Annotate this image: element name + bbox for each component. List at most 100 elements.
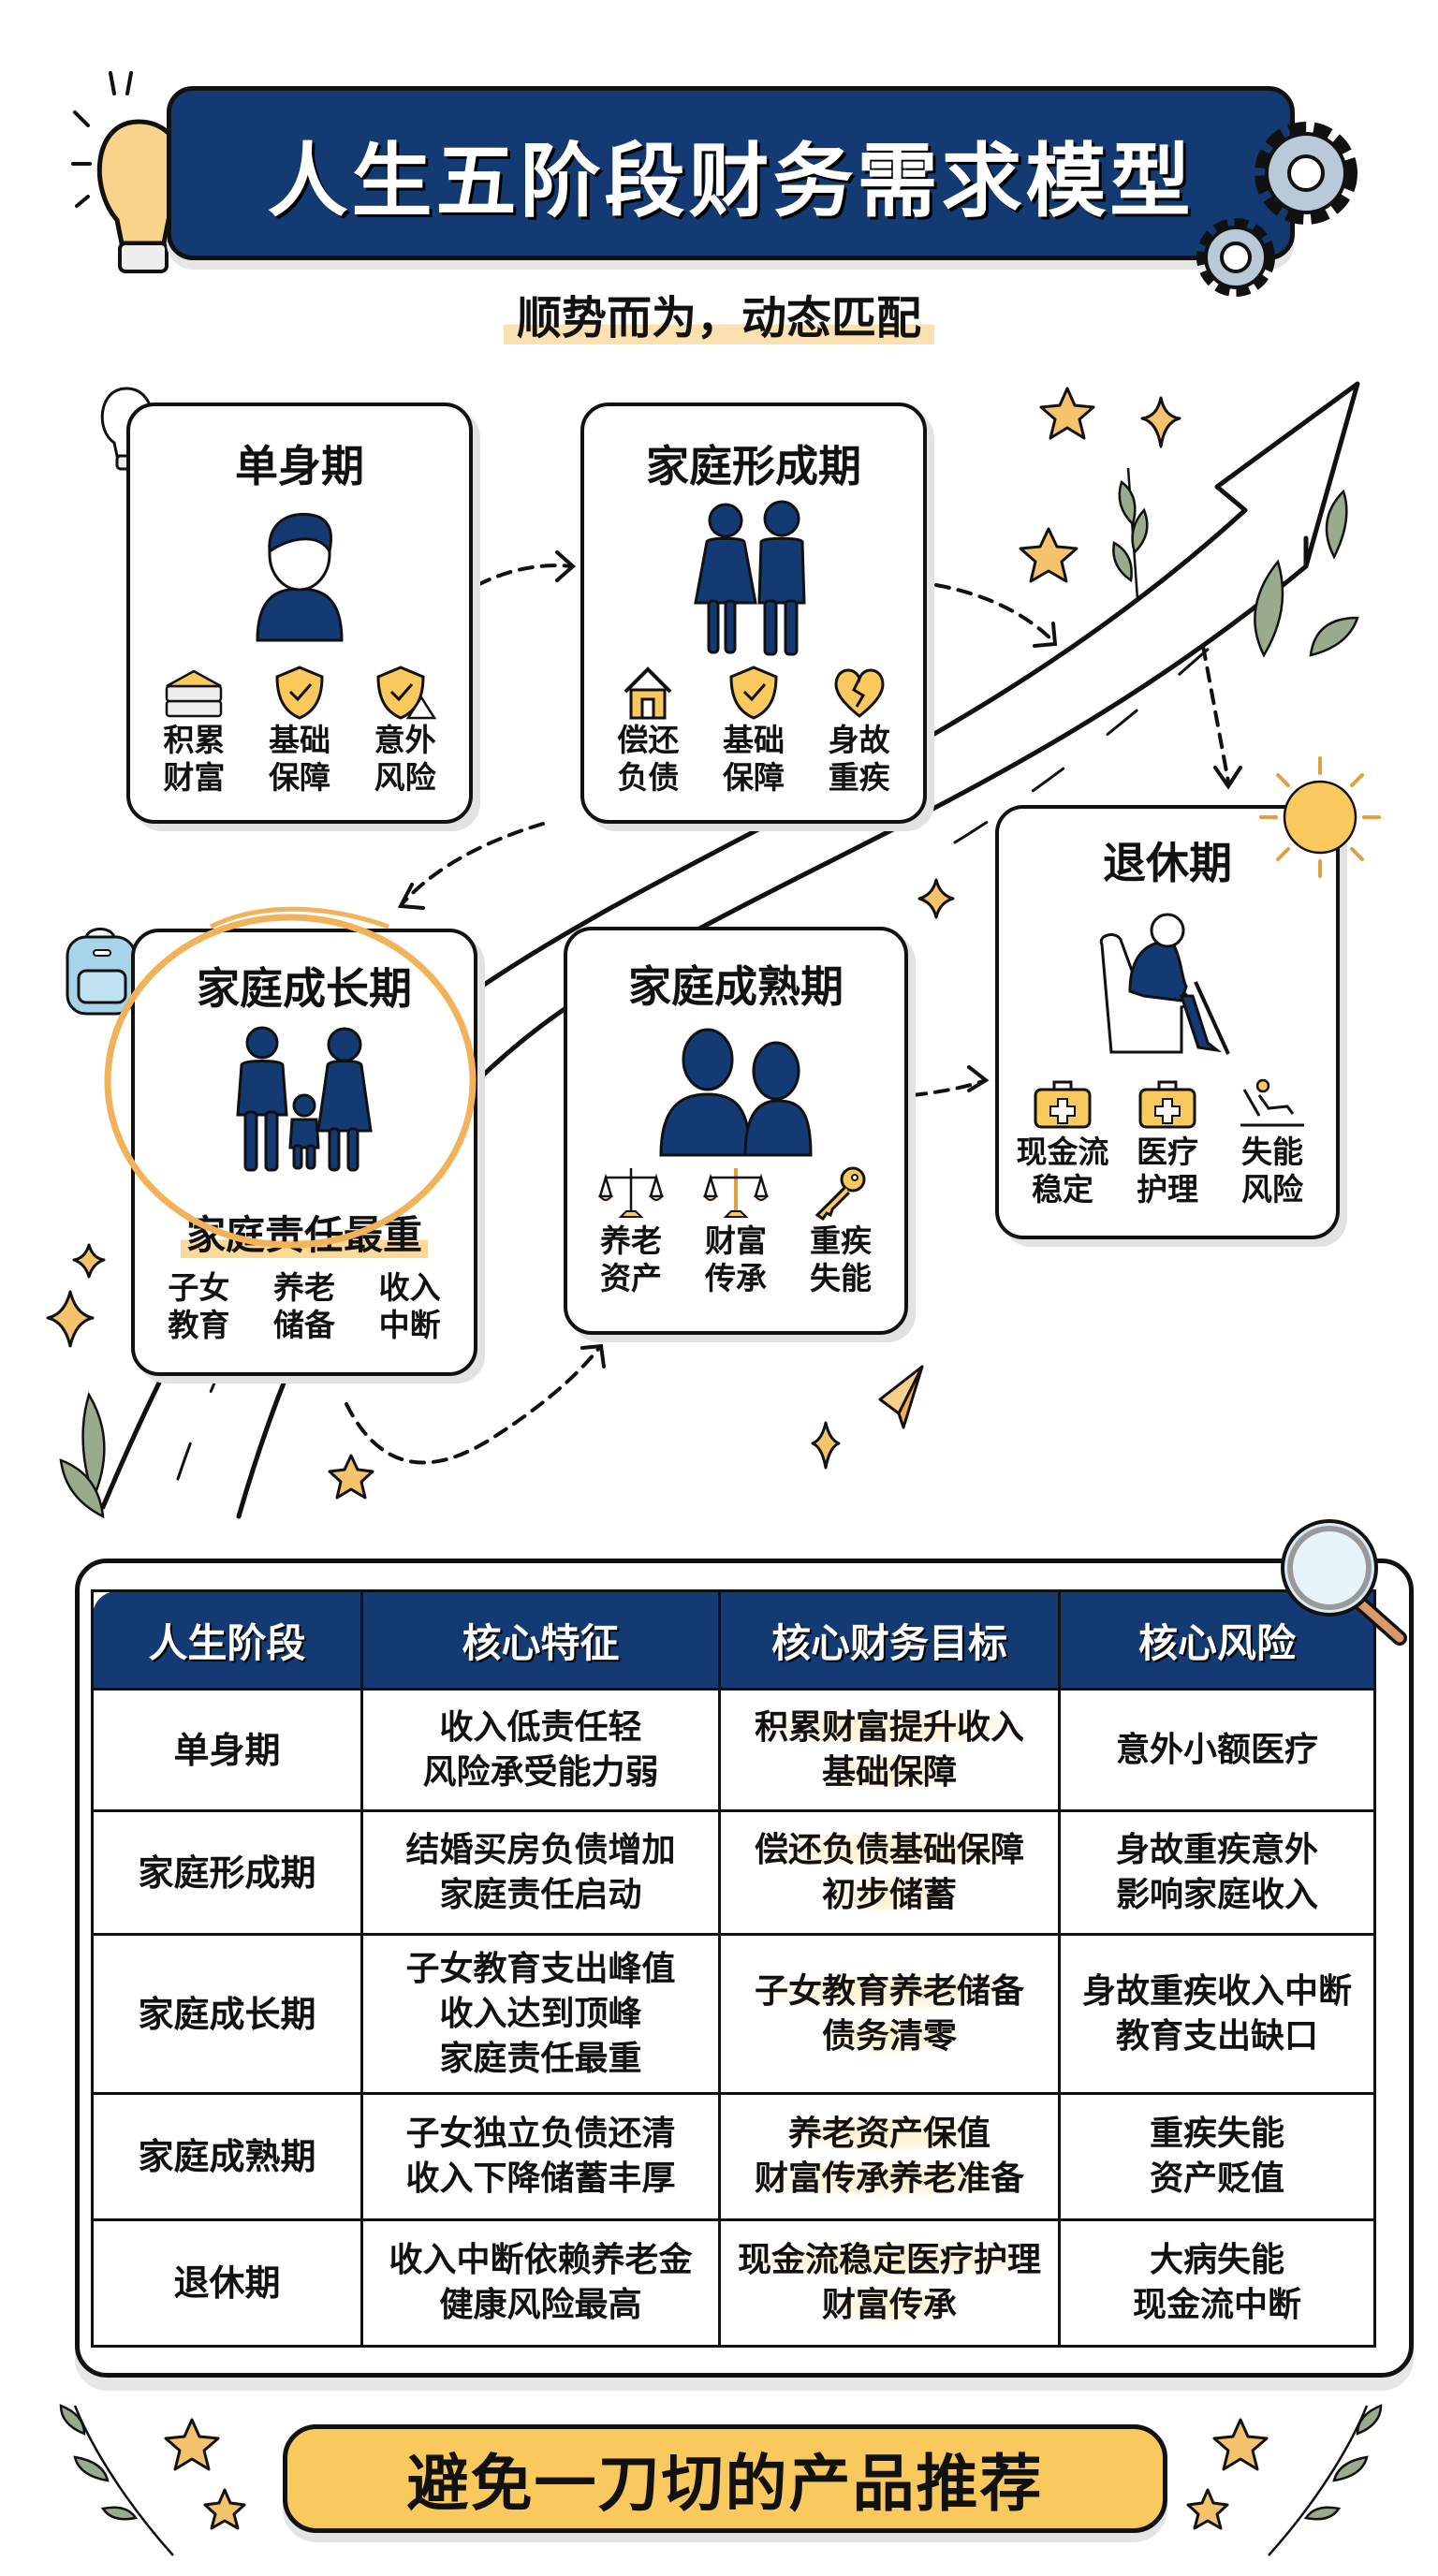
flow-dashed-arrows	[345, 564, 1230, 1465]
cell-line: 收入下降储蓄丰厚	[405, 2159, 676, 2198]
cell-line: 风险承受能力弱	[422, 1752, 659, 1792]
product-recommendation-button[interactable]: 避免一刀切的产品推荐	[283, 2424, 1167, 2533]
cell-line: 债务清零	[821, 2016, 957, 2056]
sparkle-icon	[72, 1243, 106, 1279]
shield-check-icon	[729, 666, 778, 720]
stage-item: 养老资产	[580, 1164, 683, 1297]
cell-line: 身故重疾意外	[1115, 1830, 1318, 1869]
key-icon	[814, 1166, 866, 1222]
arrow-mature-to-retirement	[911, 1079, 985, 1097]
table-row: 家庭成熟期子女独立负债还清收入下降储蓄丰厚养老资产保值财富传承养老准备重疾失能资…	[91, 2092, 1376, 2221]
leaf-icon	[1303, 2506, 1342, 2521]
stage-summary-table: 人生阶段 核心特征 核心财务目标 核心风险 单身期收入低责任轻风险承受能力弱积累…	[91, 1589, 1376, 2348]
cell-line: 家庭成熟期	[138, 2136, 316, 2177]
cell-line: 重疾失能	[1149, 2115, 1284, 2153]
cell-line: 意外小额医疗	[1115, 1730, 1318, 1769]
leaf-icon	[73, 2455, 110, 2482]
cell-risks: 身故重疾收入中断教育支出缺口	[1058, 1933, 1376, 2095]
arrow-growth-to-mature	[345, 1346, 601, 1465]
cell-line: 子女独立负债还清	[405, 2115, 676, 2153]
stage-item: 子女教育	[147, 1269, 252, 1344]
cell-line: 家庭责任最重	[439, 2039, 642, 2078]
cell-goals: 子女教育养老储备债务清零	[718, 1933, 1061, 2095]
title-banner: 人生五阶段财务需求模型	[167, 86, 1295, 260]
item-label: 意外风险	[374, 722, 436, 796]
cell-features: 子女独立负债还清收入下降储蓄丰厚	[360, 2092, 721, 2221]
stage-item: 意外风险	[353, 664, 458, 797]
stage-title: 家庭成长期	[197, 963, 412, 1014]
item-label: 收入中断	[378, 1269, 441, 1343]
cell-line: 资产贬值	[1149, 2159, 1284, 2198]
stage-title: 单身期	[235, 441, 364, 491]
leaf-icon	[1309, 616, 1359, 657]
item-label: 失能风险	[1241, 1134, 1303, 1208]
column-header: 核心特征	[360, 1589, 721, 1690]
branch-icon	[73, 2405, 174, 2556]
stage-card-retirement[interactable]: 退休期 现金流稳定 医疗护理	[995, 805, 1340, 1239]
arrow-heads	[397, 550, 1242, 1368]
sparkle-icon	[811, 1421, 841, 1470]
single-person-icon	[130, 500, 469, 642]
cell-features: 收入低责任轻风险承受能力弱	[360, 1688, 721, 1812]
cell-line: 家庭形成期	[138, 1852, 316, 1894]
item-label: 身故重疾	[828, 722, 890, 796]
cell-line: 初步储蓄	[821, 1875, 957, 1914]
item-label: 现金流稳定	[1016, 1134, 1109, 1208]
cell-line: 财富传承	[821, 2286, 957, 2324]
cell-features: 子女教育支出峰值收入达到顶峰家庭责任最重	[360, 1933, 721, 2095]
stage-item: 养老储备	[252, 1269, 357, 1344]
stage-summary-panel: 人生阶段 核心特征 核心财务目标 核心风险 单身期收入低责任轻风险承受能力弱积累…	[75, 1559, 1414, 2378]
leaf-icon	[1356, 2404, 1383, 2436]
star-icon	[1186, 2488, 1229, 2530]
item-label: 基础保障	[722, 722, 785, 796]
cell-features: 收入中断依赖养老金健康风险最高	[360, 2218, 721, 2348]
star-icon	[1212, 2418, 1269, 2471]
stage-item: 医疗护理	[1116, 1076, 1220, 1208]
cell-line: 积累财富提升收入	[754, 1707, 1024, 1747]
stage-item: 基础保障	[701, 664, 806, 797]
highlight-circle	[104, 906, 477, 1249]
footer-decorations	[59, 2404, 1383, 2556]
cell-line: 现金流稳定医疗护理	[737, 2241, 1041, 2279]
cell-stage: 家庭形成期	[91, 1809, 363, 1936]
cell-line: 子女教育养老储备	[754, 1971, 1024, 2011]
shield-check-icon	[275, 666, 324, 720]
cell-risks: 大病失能现金流中断	[1058, 2218, 1376, 2348]
item-label: 财富传承	[705, 1222, 767, 1296]
stage-card-single[interactable]: 单身期 积累财富 基础保障 意外风险	[126, 402, 473, 824]
stage-card-family-maturity[interactable]: 家庭成熟期 养老资产 财富传承	[564, 927, 908, 1335]
stage-item: 失能风险	[1221, 1076, 1325, 1208]
leaf-icon	[1112, 541, 1133, 583]
broken-heart-icon	[834, 668, 885, 718]
cell-stage: 家庭成长期	[91, 1933, 363, 2095]
leaf-icon	[1325, 489, 1348, 560]
table-row: 家庭形成期结婚买房负债增加家庭责任启动偿还负债基础保障初步储蓄身故重疾意外影响家…	[91, 1809, 1376, 1936]
arrow-formation-to-growth	[401, 822, 545, 905]
cell-goals: 积累财富提升收入基础保障	[718, 1688, 1061, 1812]
item-label: 养老资产	[600, 1222, 662, 1296]
cell-risks: 重疾失能资产贬值	[1058, 2092, 1376, 2221]
item-label: 医疗护理	[1137, 1134, 1198, 1208]
star-icon	[328, 1454, 374, 1500]
cell-line: 收入低责任轻	[439, 1707, 642, 1747]
stage-card-family-formation[interactable]: 家庭形成期 偿还负债 基础	[580, 402, 927, 824]
gears-icon	[1196, 122, 1357, 297]
sparkle-icon	[917, 878, 955, 919]
leaf-icon	[81, 1391, 106, 1501]
cell-line: 影响家庭收入	[1115, 1875, 1318, 1914]
backpack-icon	[66, 928, 137, 1016]
cell-goals: 现金流稳定医疗护理财富传承	[718, 2218, 1061, 2348]
cell-goals: 养老资产保值财富传承养老准备	[718, 2092, 1061, 2221]
house-icon	[624, 666, 672, 720]
mature-couple-icon	[567, 1024, 904, 1160]
cell-risks: 意外小额医疗	[1058, 1688, 1376, 1812]
item-label: 子女教育	[168, 1269, 230, 1343]
stage-item: 积累财富	[142, 664, 247, 797]
column-header: 核心财务目标	[718, 1589, 1061, 1690]
cell-line: 收入中断依赖养老金	[389, 2241, 693, 2279]
cell-line: 单身期	[173, 1729, 281, 1771]
cell-line: 大病失能	[1149, 2241, 1284, 2279]
star-decorations	[46, 387, 1181, 1500]
item-label: 偿还负债	[617, 722, 680, 796]
arrow-formation-to-road	[934, 583, 1055, 643]
